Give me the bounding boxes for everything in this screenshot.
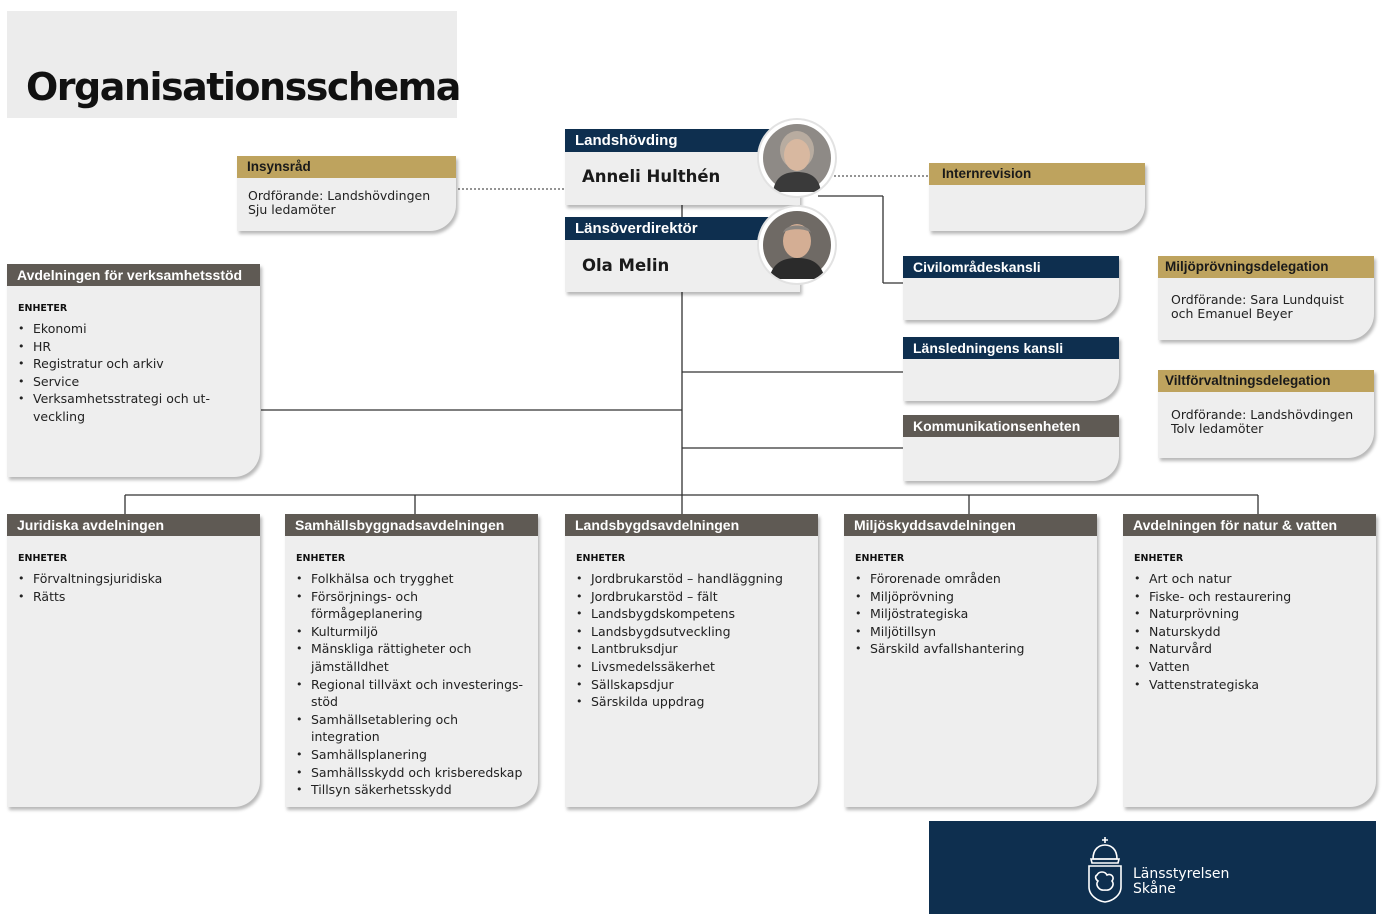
unit-item: Samhällsskydd och krisberedskap [296,764,527,782]
civilomrade-card: Civilområdeskansli [903,256,1119,320]
viltforvaltning-title: Viltförvaltningsdelegation [1158,370,1374,392]
lansstyrelsen-logo: Länsstyrelsen Skåne [929,821,1376,914]
miljoprovning-line: och Emanuel Beyer [1171,306,1293,321]
verksamhetsstod-units: Ekonomi HR Registratur och arkiv Service… [18,320,249,426]
units-label: ENHETER [296,553,346,564]
department-title: Samhällsbyggnadsavdelningen [285,514,538,536]
logo-line1: Länsstyrelsen [1133,866,1230,882]
department-units: Förvaltningsjuridiska Rätts [18,570,249,605]
unit-item: Art och natur [1134,570,1365,588]
lansledning-title: Länsledningens kansli [903,337,1119,359]
internrevision-title: Internrevision [929,163,1145,185]
unit-item: Förvaltningsjuridiska [18,570,249,588]
department-card: Juridiska avdelningen ENHETER Förvaltnin… [7,514,260,807]
department-title: Avdelningen för natur & vatten [1123,514,1376,536]
unit-item: Försörjnings- och förmågeplanering [296,588,527,623]
unit-item: Samhällsetablering och integration [296,711,527,746]
unit-item: Rätts [18,588,249,606]
insynsrad-line: Ordförande: Landshövdingen [248,188,431,203]
unit-item: Samhällsplanering [296,746,527,764]
unit-item: Särskilda uppdrag [576,693,807,711]
insynsrad-card: Insynsråd Ordförande: Landshövdingen Sju… [237,156,456,231]
director-photo [759,207,835,283]
viltforvaltning-card: Viltförvaltningsdelegation Ordförande: L… [1158,370,1374,458]
lansledning-card: Länsledningens kansli [903,337,1119,401]
page-title: Organisationsschema [26,65,461,109]
unit-item: Mänskliga rättigheter och [296,640,527,658]
unit-item: Särskild avfallshantering [855,640,1086,658]
department-card: Samhällsbyggnadsavdelningen ENHETER Folk… [285,514,538,807]
crest-icon [1088,837,1122,903]
department-title: Juridiska avdelningen [7,514,260,536]
unit-item: Livsmedelssäkerhet [576,658,807,676]
director-name: Ola Melin [582,256,670,275]
department-title: Landsbygdsavdelningen [565,514,818,536]
units-label: ENHETER [1134,553,1184,564]
unit-item: Kulturmiljö [296,623,527,641]
verksamhetsstod-card: Avdelningen för verksamhetsstöd ENHETER … [7,264,260,477]
unit-item: Vatten [1134,658,1365,676]
unit-item: Landsbygdskompetens [576,605,807,623]
department-card: Avdelningen för natur & vatten ENHETER A… [1123,514,1376,807]
unit-item: Jordbrukarstöd – fält [576,588,807,606]
governor-role: Landshövding [565,129,800,152]
logo-line2: Skåne [1133,881,1176,897]
unit-item: Förorenade områden [855,570,1086,588]
kommunikation-card: Kommunikationsenheten [903,415,1119,481]
unit-item: Ekonomi [18,320,249,338]
unit-item: Sällskapsdjur [576,676,807,694]
department-units: Folkhälsa och trygghet Försörjnings- och… [296,570,527,799]
insynsrad-line: Sju ledamöter [248,202,336,217]
unit-item: Verksamhetsstrategi och ut- [18,390,249,408]
units-label: ENHETER [18,553,68,564]
governor-name: Anneli Hulthén [582,167,721,186]
unit-item: Regional tillväxt och investerings- [296,676,527,694]
internrevision-card: Internrevision [929,163,1145,231]
civilomrade-title: Civilområdeskansli [903,256,1119,278]
unit-item: Tillsyn säkerhetsskydd [296,781,527,799]
unit-item: Naturvård [1134,640,1365,658]
unit-item-continuation: veckling [33,408,86,424]
unit-item: HR [18,338,249,356]
title-box: Organisationsschema [7,11,461,118]
unit-item: Miljötillsyn [855,623,1086,641]
unit-item: Lantbruksdjur [576,640,807,658]
department-units: Förorenade områden Miljöprövning Miljöst… [855,570,1086,658]
unit-item: Miljöprövning [855,588,1086,606]
unit-item: Miljöstrategiska [855,605,1086,623]
unit-item-continuation: jämställdhet [311,658,389,674]
unit-item: Jordbrukarstöd – handläggning [576,570,807,588]
verksamhetsstod-title: Avdelningen för verksamhetsstöd [7,264,260,286]
department-units: Jordbrukarstöd – handläggning Jordbrukar… [576,570,807,711]
unit-item: Naturskydd [1134,623,1365,641]
department-card: Miljöskyddsavdelningen ENHETER Förorenad… [844,514,1097,807]
unit-item: Landsbygdsutveckling [576,623,807,641]
kommunikation-title: Kommunikationsenheten [903,415,1119,437]
miljoprovning-line: Ordförande: Sara Lundquist [1171,292,1344,307]
unit-item: Naturprövning [1134,605,1365,623]
unit-item: Registratur och arkiv [18,355,249,373]
unit-item: Fiske- och restaurering [1134,588,1365,606]
department-units: Art och natur Fiske- och restaurering Na… [1134,570,1365,693]
department-title: Miljöskyddsavdelningen [844,514,1097,536]
miljoprovning-card: Miljöprövningsdelegation Ordförande: Sar… [1158,256,1374,340]
miljoprovning-title: Miljöprövningsdelegation [1158,256,1374,278]
insynsrad-title: Insynsråd [237,156,456,178]
department-card: Landsbygdsavdelningen ENHETER Jordbrukar… [565,514,818,807]
director-card: Länsöverdirektör Ola Melin [565,217,800,292]
unit-item: Vattenstrategiska [1134,676,1365,694]
units-label: ENHETER [576,553,626,564]
director-role: Länsöverdirektör [565,217,800,240]
unit-item: Service [18,373,249,391]
viltforvaltning-line: Tolv ledamöter [1171,421,1264,436]
governor-photo [759,120,835,196]
unit-item: Folkhälsa och trygghet [296,570,527,588]
units-label: ENHETER [18,303,68,314]
logo-text: Länsstyrelsen Skåne [1133,867,1229,897]
unit-item-continuation: stöd [311,694,338,710]
units-label: ENHETER [855,553,905,564]
viltforvaltning-line: Ordförande: Landshövdingen [1171,407,1354,422]
